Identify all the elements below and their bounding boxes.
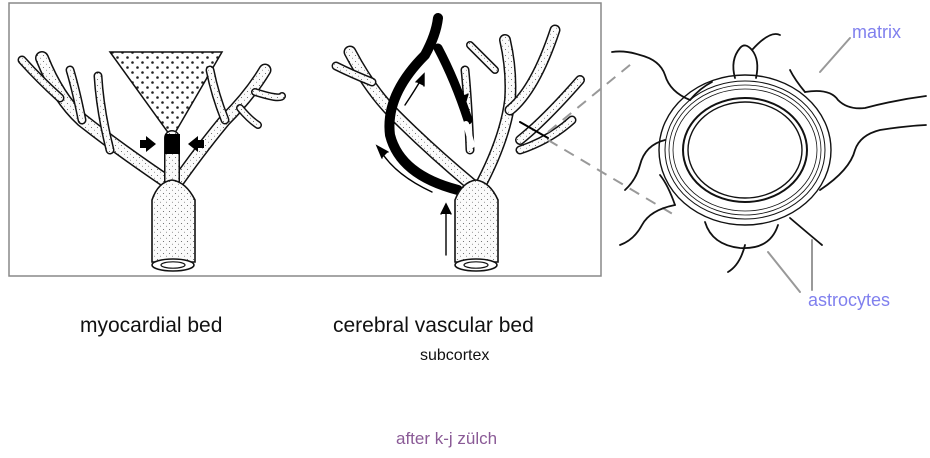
perfusion-territory-triangle bbox=[110, 52, 222, 138]
myocardial-bed-label: myocardial bed bbox=[80, 314, 222, 338]
occlusion-block bbox=[165, 134, 180, 154]
cerebral-trunk bbox=[455, 180, 498, 262]
label-pointers bbox=[768, 38, 850, 292]
subcortex-label: subcortex bbox=[420, 347, 489, 365]
myocardial-trunk bbox=[152, 180, 195, 262]
compression-arrow-left bbox=[140, 136, 156, 152]
cerebral-bed-illustration bbox=[336, 18, 580, 271]
matrix-label: matrix bbox=[852, 22, 901, 43]
astrocytes-label: astrocytes bbox=[808, 290, 890, 311]
capillary-cross-section bbox=[612, 34, 926, 292]
myocardial-trunk-lumen bbox=[152, 259, 194, 271]
endothelium-lumen bbox=[683, 98, 807, 202]
cerebral-bed-label: cerebral vascular bed bbox=[333, 314, 534, 338]
credit-label: after k-j zülch bbox=[396, 429, 497, 449]
zoom-lines bbox=[548, 60, 676, 216]
cerebral-trunk-lumen bbox=[455, 259, 497, 271]
myocardial-bed-illustration bbox=[22, 52, 282, 271]
